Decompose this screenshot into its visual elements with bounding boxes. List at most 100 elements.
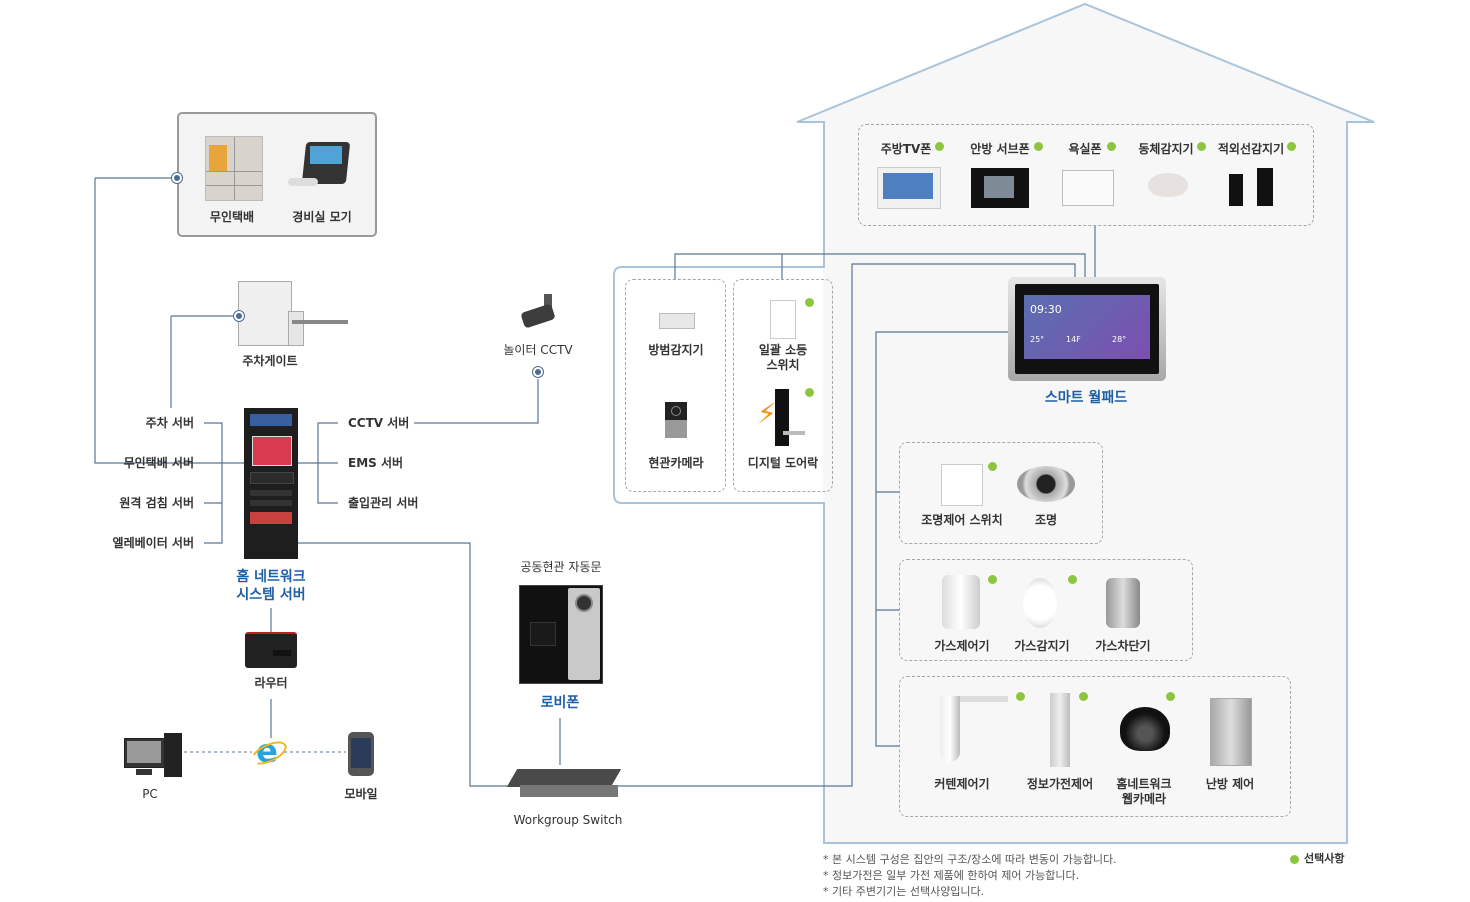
master-switch-label-line2: 스위치	[766, 358, 800, 372]
kitchen-tv-phone-icon	[877, 167, 941, 209]
curtain-controller-label: 커텐제어기	[934, 777, 990, 791]
door-camera-icon	[665, 402, 687, 438]
optional-dot	[1016, 692, 1025, 701]
optional-dot	[1079, 692, 1088, 701]
note-1: * 본 시스템 구성은 집안의 구조/장소에 따라 변동이 가능합니다.	[823, 853, 1117, 866]
wallpad-temp2: 28°	[1112, 335, 1127, 344]
cctv-camera-icon	[520, 294, 560, 332]
optional-dot	[988, 462, 997, 471]
optional-dot	[1166, 692, 1175, 701]
motion-sensor-icon	[1148, 173, 1188, 197]
gas-controller-label: 가스제어기	[934, 639, 990, 653]
left-server-parcel: 무인택배 서버	[123, 456, 194, 470]
webcam-icon	[1120, 707, 1170, 751]
entrance-door-group	[733, 279, 833, 492]
note-2: * 정보가전은 일부 가전 제품에 한하여 제어 가능합니다.	[823, 869, 1080, 882]
gas-shutoff-icon	[1106, 578, 1140, 628]
right-server-access: 출입관리 서버	[348, 496, 419, 510]
bathroom-phone-label: 욕실폰	[1068, 142, 1102, 156]
smart-wallpad-label: 스마트 월패드	[1044, 390, 1128, 406]
gas-detector-label: 가스감지기	[1014, 639, 1070, 653]
pc-label: PC	[142, 787, 158, 801]
digital-doorlock-icon	[775, 389, 805, 446]
optional-dot	[988, 575, 997, 584]
downlight-label: 조명	[1034, 513, 1058, 527]
optional-dot	[1197, 142, 1206, 151]
router-icon	[245, 632, 297, 668]
parking-gate-label: 주차게이트	[242, 354, 298, 368]
optional-dot	[1287, 142, 1296, 151]
server-rack-icon	[244, 408, 298, 559]
optional-dot	[1107, 142, 1116, 151]
router-label: 라우터	[254, 676, 288, 690]
right-server-cctv: CCTV 서버	[348, 416, 410, 430]
bedroom-subphone-icon	[971, 168, 1029, 208]
webcam-label-line2: 웹카메라	[1121, 792, 1167, 806]
ir-sensor-icon	[1229, 168, 1275, 208]
smart-wallpad-icon[interactable]: 09:30 25° 14F 28°	[1008, 277, 1166, 381]
lighting-switch-label: 조명제어 스위치	[921, 513, 1003, 527]
security-sensor-label: 방범감지기	[648, 343, 704, 357]
bedroom-subphone-label: 안방 서브폰	[970, 142, 1030, 156]
motion-sensor-label: 동체감지기	[1138, 142, 1194, 156]
optional-dot	[1068, 575, 1077, 584]
playground-cctv-node	[532, 366, 544, 378]
internet-explorer-icon: e	[247, 735, 291, 770]
digital-doorlock-label: 디지털 도어락	[747, 456, 819, 470]
curtain-controller-icon	[940, 696, 1008, 764]
left-server-elevator: 엘레베이터 서버	[112, 536, 194, 550]
parking-gate-node	[233, 310, 245, 322]
optional-dot	[805, 298, 814, 307]
switch-label: Workgroup Switch	[513, 813, 623, 827]
smart-appliance-icon	[1050, 693, 1070, 767]
note-3: * 기타 주변기기는 선택사양입니다.	[823, 885, 985, 898]
legend-label: 선택사항	[1304, 852, 1345, 865]
door-camera-label: 현관카메라	[648, 456, 704, 470]
optional-dot	[805, 388, 814, 397]
heating-control-label: 난방 제어	[1205, 777, 1255, 791]
webcam-label-line1: 홈네트워크	[1116, 777, 1172, 791]
lighting-group	[899, 442, 1103, 544]
master-switch-icon	[770, 300, 796, 339]
right-server-ems: EMS 서버	[348, 456, 404, 470]
mobile-label: 모바일	[344, 787, 378, 801]
wallpad-time: 09:30	[1030, 303, 1062, 316]
boiler-icon	[1210, 698, 1252, 766]
wallpad-floor: 14F	[1066, 335, 1081, 344]
parking-gate-icon	[238, 281, 350, 346]
lighting-switch-icon	[941, 464, 983, 506]
bathroom-phone-icon	[1062, 170, 1114, 206]
optional-dot	[935, 142, 944, 151]
workgroup-switch-icon	[506, 765, 622, 799]
parcel-locker-label: 무인택배	[209, 210, 255, 224]
master-switch-label-line1: 일괄 소등	[758, 343, 808, 357]
guard-phone-label: 경비실 모기	[292, 210, 352, 224]
lobby-phone-label: 로비폰	[540, 695, 580, 711]
complex-node	[171, 172, 183, 184]
downlight-icon	[1017, 466, 1075, 502]
left-server-parking: 주차 서버	[145, 416, 194, 430]
room-devices-group	[858, 124, 1314, 226]
gas-shutoff-label: 가스차단기	[1095, 639, 1151, 653]
lobby-door-label: 공동현관 자동문	[520, 560, 602, 574]
optional-dot	[1034, 142, 1043, 151]
server-title-line2: 시스템 서버	[236, 587, 306, 603]
entrance-security-group	[625, 279, 726, 492]
gas-group	[899, 559, 1193, 661]
lobby-phone-icon	[519, 585, 603, 684]
smart-appliance-label: 정보가전제어	[1026, 777, 1094, 791]
parcel-locker-icon	[205, 136, 263, 201]
server-title-line1: 홈 네트워크	[236, 569, 306, 585]
left-server-meter: 원격 검침 서버	[119, 496, 194, 510]
guard-phone-icon	[288, 142, 351, 194]
playground-cctv-label: 놀이터 CCTV	[503, 343, 573, 357]
legend-dot	[1290, 855, 1299, 864]
ir-sensor-label: 적외선감지기	[1217, 142, 1285, 156]
kitchen-tv-phone-label: 주방TV폰	[880, 142, 932, 156]
lightning-icon: ⚡	[757, 397, 777, 430]
house-outline	[796, 2, 1375, 844]
security-sensor-icon	[659, 313, 695, 329]
gas-detector-icon	[1023, 578, 1057, 628]
appliance-group	[899, 676, 1291, 817]
wallpad-temp1: 25°	[1030, 335, 1045, 344]
